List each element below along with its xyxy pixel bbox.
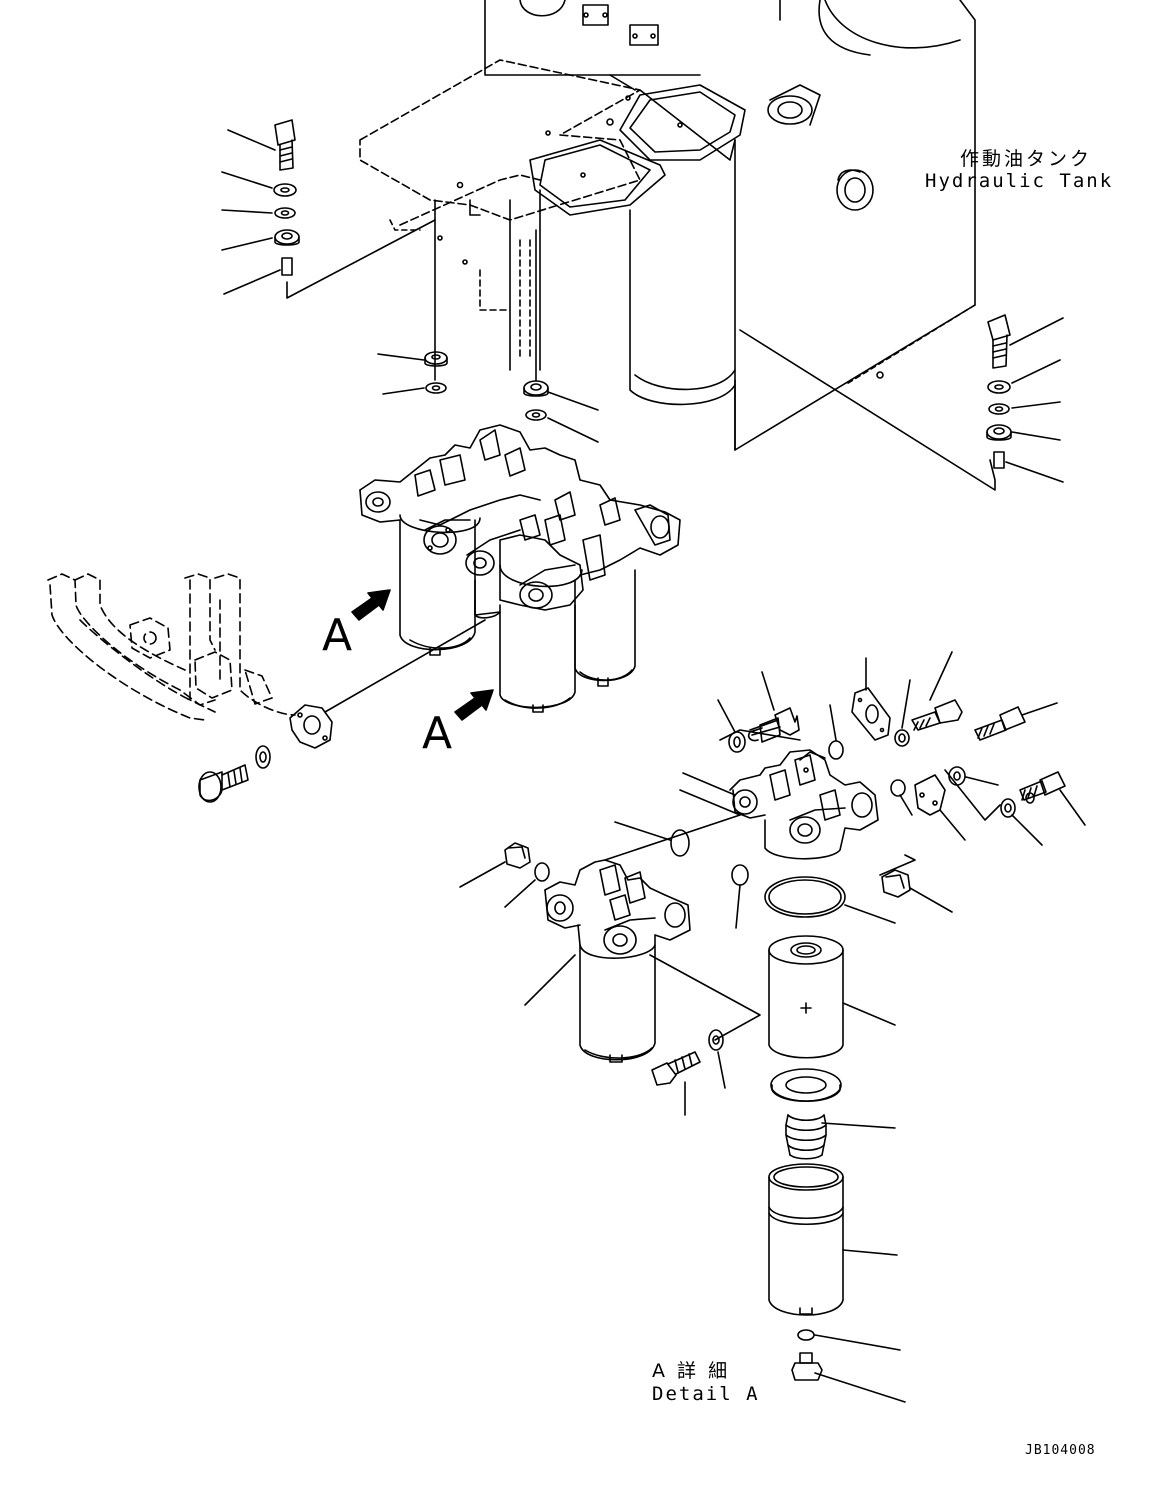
drawing-code: JB104008 xyxy=(1025,1443,1096,1458)
detail-a-head-assembly xyxy=(459,651,1086,1403)
hydraulic-tank-label-jp: 作動油タンク xyxy=(960,148,1093,170)
left-bolt-stack xyxy=(221,119,300,295)
assembly-lines xyxy=(286,199,1001,1041)
pipe-flange-bolt xyxy=(198,704,333,803)
filter-collars xyxy=(377,351,599,443)
line-filter-assembly xyxy=(359,424,681,713)
detail-a-title-en: Detail A xyxy=(652,1383,760,1405)
hydraulic-tank-label-en: Hydraulic Tank xyxy=(925,170,1114,192)
view-a-label-upper: A xyxy=(322,610,353,661)
view-arrow-lower xyxy=(454,689,494,721)
detail-a-title-jp: A 詳 細 xyxy=(652,1360,731,1382)
hydraulic-tank xyxy=(359,0,976,451)
right-bolt-stack xyxy=(986,314,1064,483)
view-arrow-upper xyxy=(351,589,391,621)
view-a-label-lower: A xyxy=(422,708,453,759)
hydraulic-pipes xyxy=(47,573,296,721)
